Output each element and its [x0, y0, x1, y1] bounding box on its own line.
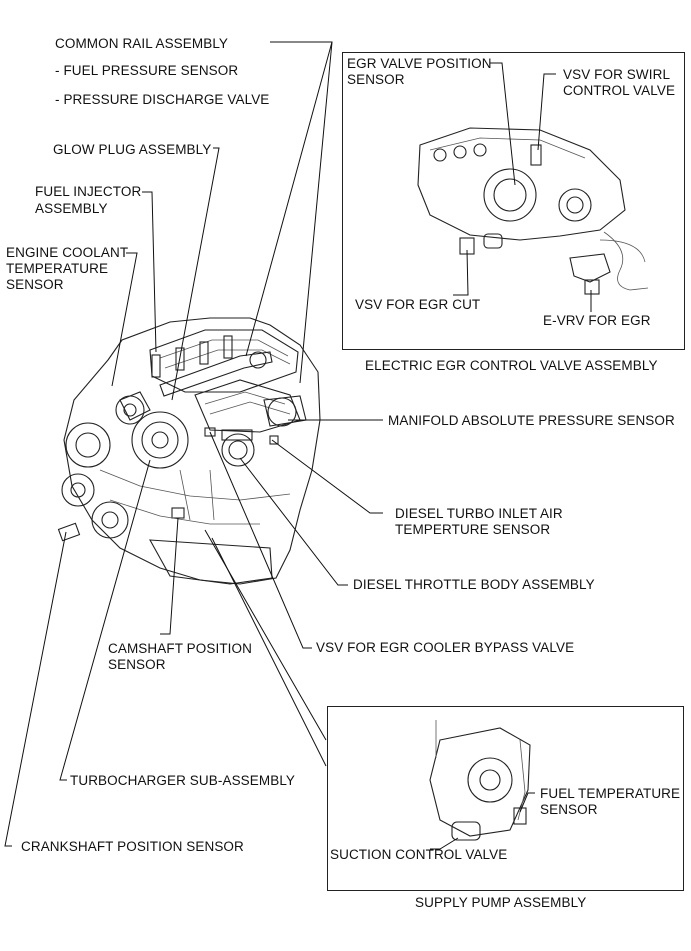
label-fuel-temp-line1: FUEL TEMPERATURE: [540, 786, 681, 801]
leader-egr-valve-pos: [490, 62, 516, 186]
leader-supply-pump-2: [211, 537, 327, 767]
label-coolant-line2: TEMPERATURE: [6, 261, 109, 276]
label-fuel-injector-line2: ASSEMBLY: [35, 201, 108, 216]
supply-pump-illustration: [429, 720, 531, 841]
label-e-vrv: E-VRV FOR EGR: [543, 313, 651, 328]
label-fuel-temp-line2: SENSOR: [540, 802, 598, 817]
label-vsv-cooler-bypass: VSV FOR EGR COOLER BYPASS VALVE: [316, 640, 575, 655]
label-vsv-swirl-line1: VSV FOR SWIRL: [563, 67, 671, 82]
engine-illustration: [57, 317, 321, 585]
label-common-rail: COMMON RAIL ASSEMBLY: [55, 36, 229, 51]
leader-common-rail-2: [245, 41, 333, 357]
egr-inset-frame: [342, 52, 685, 350]
label-egr-valve-pos-line1: EGR VALVE POSITION: [347, 56, 492, 71]
label-map-sensor: MANIFOLD ABSOLUTE PRESSURE SENSOR: [388, 413, 675, 428]
label-camshaft-line2: SENSOR: [108, 657, 166, 672]
label-fuel-injector-line1: FUEL INJECTOR: [35, 184, 142, 199]
leader-lines: [4, 41, 592, 850]
label-throttle-body: DIESEL THROTTLE BODY ASSEMBLY: [353, 577, 595, 592]
label-coolant-line1: ENGINE COOLANT: [6, 245, 129, 260]
label-glow-plug: GLOW PLUG ASSEMBLY: [53, 142, 212, 157]
leader-vsv-cooler: [209, 431, 312, 649]
label-turbocharger: TURBOCHARGER SUB-ASSEMBLY: [70, 773, 296, 788]
label-suction-control: SUCTION CONTROL VALVE: [330, 847, 508, 862]
label-pressure-discharge-valve: - PRESSURE DISCHARGE VALVE: [55, 92, 270, 107]
leader-coolant: [111, 252, 138, 387]
leader-turbo-inlet: [271, 439, 383, 514]
leader-fuel-temp: [519, 792, 535, 813]
label-fuel-pressure-sensor: - FUEL PRESSURE SENSOR: [55, 63, 239, 78]
label-egr-valve-pos-line2: SENSOR: [347, 72, 405, 87]
leader-crankshaft: [4, 531, 67, 847]
label-turbo-inlet-line2: TEMPERTURE SENSOR: [395, 522, 551, 537]
supply-pump-inset-frame: [327, 706, 684, 891]
egr-inset-illustration: [417, 127, 649, 295]
egr-assembly-caption: ELECTRIC EGR CONTROL VALVE ASSEMBLY: [365, 358, 658, 373]
label-camshaft-line1: CAMSHAFT POSITION: [108, 641, 252, 656]
leader-suction: [430, 837, 459, 850]
label-turbo-inlet-line1: DIESEL TURBO INLET AIR: [395, 506, 563, 521]
leader-fuel-injector: [142, 191, 157, 353]
label-vsv-egr-cut: VSV FOR EGR CUT: [355, 297, 481, 312]
supply-pump-caption: SUPPLY PUMP ASSEMBLY: [415, 895, 587, 910]
leader-camshaft: [160, 517, 179, 635]
label-crankshaft: CRANKSHAFT POSITION SENSOR: [21, 839, 244, 854]
label-vsv-swirl-line2: CONTROL VALVE: [563, 83, 676, 98]
leader-vsv-egr-cut: [453, 249, 469, 296]
label-coolant-line3: SENSOR: [6, 277, 64, 292]
leader-throttle: [239, 457, 348, 586]
leader-turbocharger: [59, 459, 151, 781]
leader-glow-plug: [171, 147, 220, 401]
leader-vsv-swirl: [537, 73, 556, 151]
